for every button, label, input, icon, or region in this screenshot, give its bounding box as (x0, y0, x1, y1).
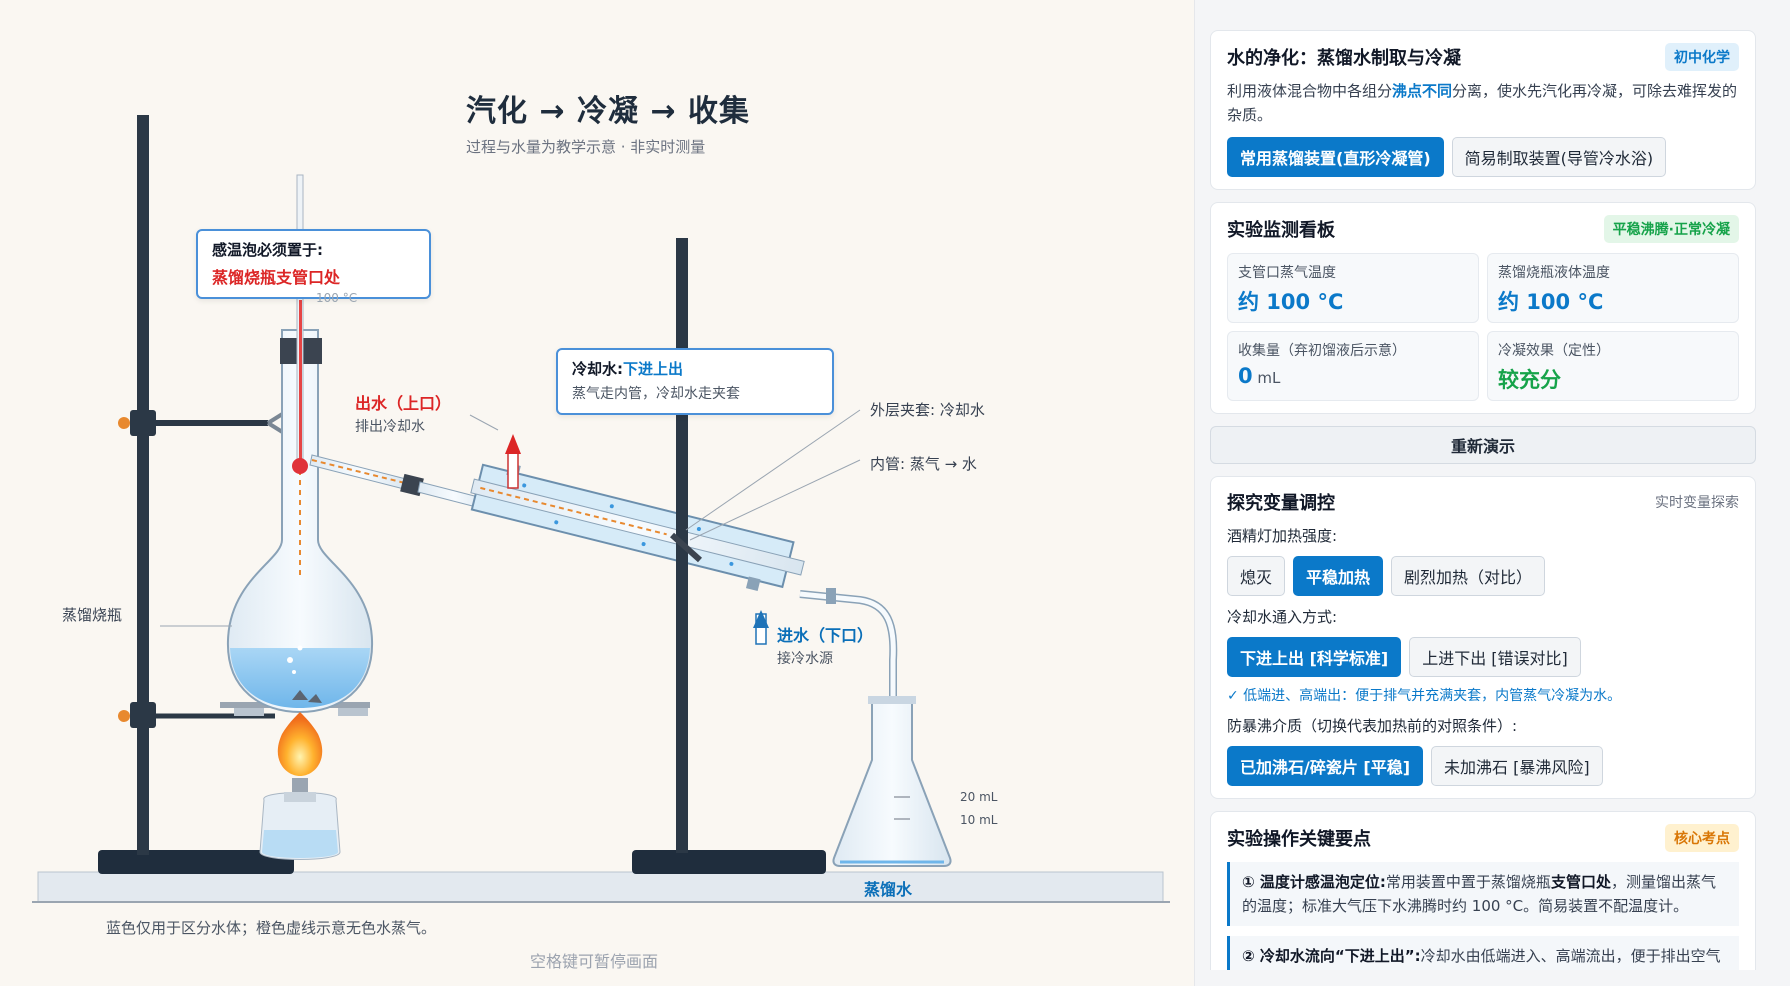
restart-button[interactable]: 重新演示 (1210, 426, 1756, 464)
thermometer-reading: 100 °C (316, 291, 358, 305)
monitor-title: 实验监测看板 (1227, 220, 1335, 241)
metric-condense-effect: 冷凝效果（定性） 较充分 (1487, 331, 1739, 401)
water-bottom-in-button[interactable]: 下进上出 [科学标准] (1227, 637, 1402, 677)
water-out-sub: 排出冷却水 (355, 419, 425, 435)
left-stand-rod (137, 115, 149, 855)
heat-steady-button[interactable]: 平稳加热 (1293, 556, 1384, 596)
apparatus-stage: 汽化 → 冷凝 → 收集 过程与水量为教学示意 · 非实时测量 感温泡必须置于:… (32, 0, 1195, 986)
mode-simple-button[interactable]: 简易制取装置(导管冷水浴) (1451, 137, 1667, 177)
thermometer-callout: 感温泡必须置于: 蒸馏烧瓶支管口处 (196, 229, 431, 299)
inner-tube-label: 内管: 蒸气 → 水 (870, 455, 977, 473)
controls-card: 探究变量调控 实时变量探索 酒精灯加热强度: 熄灭 平稳加热 剧烈加热（对比） … (1210, 476, 1756, 799)
heat-label: 酒精灯加热强度: (1227, 527, 1338, 545)
controls-title: 探究变量调控 (1227, 493, 1335, 514)
stone-added-button[interactable]: 已加沸石/碎瓷片 [平稳] (1227, 746, 1424, 786)
mode-standard-button[interactable]: 常用蒸馏装置(直形冷凝管) (1227, 137, 1444, 177)
intro-card: 水的净化：蒸馏水制取与冷凝 初中化学 利用液体混合物中各组分沸点不同分离，使水先… (1210, 30, 1756, 190)
left-stand-base (98, 850, 294, 874)
color-legend-note: 蓝色仅用于区分水体；橙色虚线示意无色水蒸气。 (106, 919, 437, 937)
status-badge: 平稳沸腾·正常冷凝 (1603, 215, 1739, 243)
thermometer-callout-title: 感温泡必须置于: (212, 241, 323, 259)
water-top-in-button[interactable]: 上进下出 [错误对比] (1409, 637, 1581, 677)
stone-label: 防暴沸介质（切换代表加热前的对照条件）: (1227, 717, 1518, 735)
keypoint-item: ② 冷却水流向“下进上出”:冷却水由低端进入、高端流出，便于排出空气并充满夹套；… (1227, 936, 1739, 970)
water-flow-label: 冷却水通入方式: (1227, 608, 1338, 626)
monitor-card: 实验监测看板 平稳沸腾·正常冷凝 支管口蒸气温度 约 100 °C 蒸馏烧瓶液体… (1210, 202, 1756, 414)
alcohol-lamp (259, 712, 341, 860)
keypoints-title: 实验操作关键要点 (1227, 829, 1371, 850)
cooling-callout-prefix: 冷却水: (572, 360, 623, 378)
metric-liquid-temp: 蒸馏烧瓶液体温度 约 100 °C (1487, 253, 1739, 323)
controls-side-label: 实时变量探索 (1655, 495, 1739, 511)
keypoints-card: 实验操作关键要点 核心考点 ① 温度计感温泡定位:常用装置中置于蒸馏烧瓶支管口处… (1210, 811, 1756, 970)
mark-20ml: 20 mL (960, 790, 998, 804)
cooling-water-callout: 冷却水:下进上出 蒸气走内管，冷却水走夹套 (556, 348, 834, 415)
bench (37, 871, 1164, 903)
heat-strong-button[interactable]: 剧烈加热（对比） (1391, 556, 1546, 596)
metric-vapor-temp: 支管口蒸气温度 约 100 °C (1227, 253, 1479, 323)
page-title: 水的净化：蒸馏水制取与冷凝 (1227, 48, 1461, 69)
jacket-label: 外层夹套: 冷却水 (870, 401, 985, 419)
side-panel: 水的净化：蒸馏水制取与冷凝 初中化学 利用液体混合物中各组分沸点不同分离，使水先… (1210, 30, 1756, 970)
pause-hint: 空格键可暂停画面 (530, 952, 659, 971)
flask-label: 蒸馏烧瓶 (62, 606, 123, 624)
middle-stand-base (632, 850, 826, 874)
water-flow-hint: ✓ 低端进、高端出：便于排气并充满夹套，内管蒸气冷凝为水。 (1227, 688, 1622, 704)
receiving-flask (832, 696, 952, 867)
cooling-callout-sub: 蒸气走内管，冷却水走夹套 (572, 386, 740, 402)
water-in-sub: 接冷水源 (777, 651, 833, 667)
keypoints-badge: 核心考点 (1665, 824, 1739, 852)
stone-missing-button[interactable]: 未加沸石 [暴沸风险] (1431, 746, 1603, 786)
distilled-water-label: 蒸馏水 (864, 880, 913, 899)
cooling-callout-emph: 下进上出 (623, 360, 684, 378)
stage-subtitle: 过程与水量为教学示意 · 非实时测量 (466, 138, 706, 156)
heat-off-button[interactable]: 熄灭 (1227, 556, 1286, 596)
intro-desc: 利用液体混合物中各组分沸点不同分离，使水先汽化再冷凝，可除去难挥发的杂质。 (1227, 82, 1738, 124)
water-out-label: 出水（上口） (355, 394, 452, 413)
stage-title: 汽化 → 冷凝 → 收集 (466, 94, 751, 129)
keypoint-item: ① 温度计感温泡定位:常用装置中置于蒸馏烧瓶支管口处，测量馏出蒸气的温度；标准大… (1227, 862, 1739, 926)
thermometer-callout-highlight: 蒸馏烧瓶支管口处 (212, 268, 341, 287)
level-badge: 初中化学 (1665, 43, 1739, 71)
water-in-label: 进水（下口） (777, 626, 874, 645)
mark-10ml: 10 mL (960, 813, 998, 827)
apparatus-drawing (32, 115, 1170, 903)
distillation-flask (226, 329, 374, 714)
metric-collected: 收集量（弃初馏液后示意） 0 mL (1227, 331, 1479, 401)
